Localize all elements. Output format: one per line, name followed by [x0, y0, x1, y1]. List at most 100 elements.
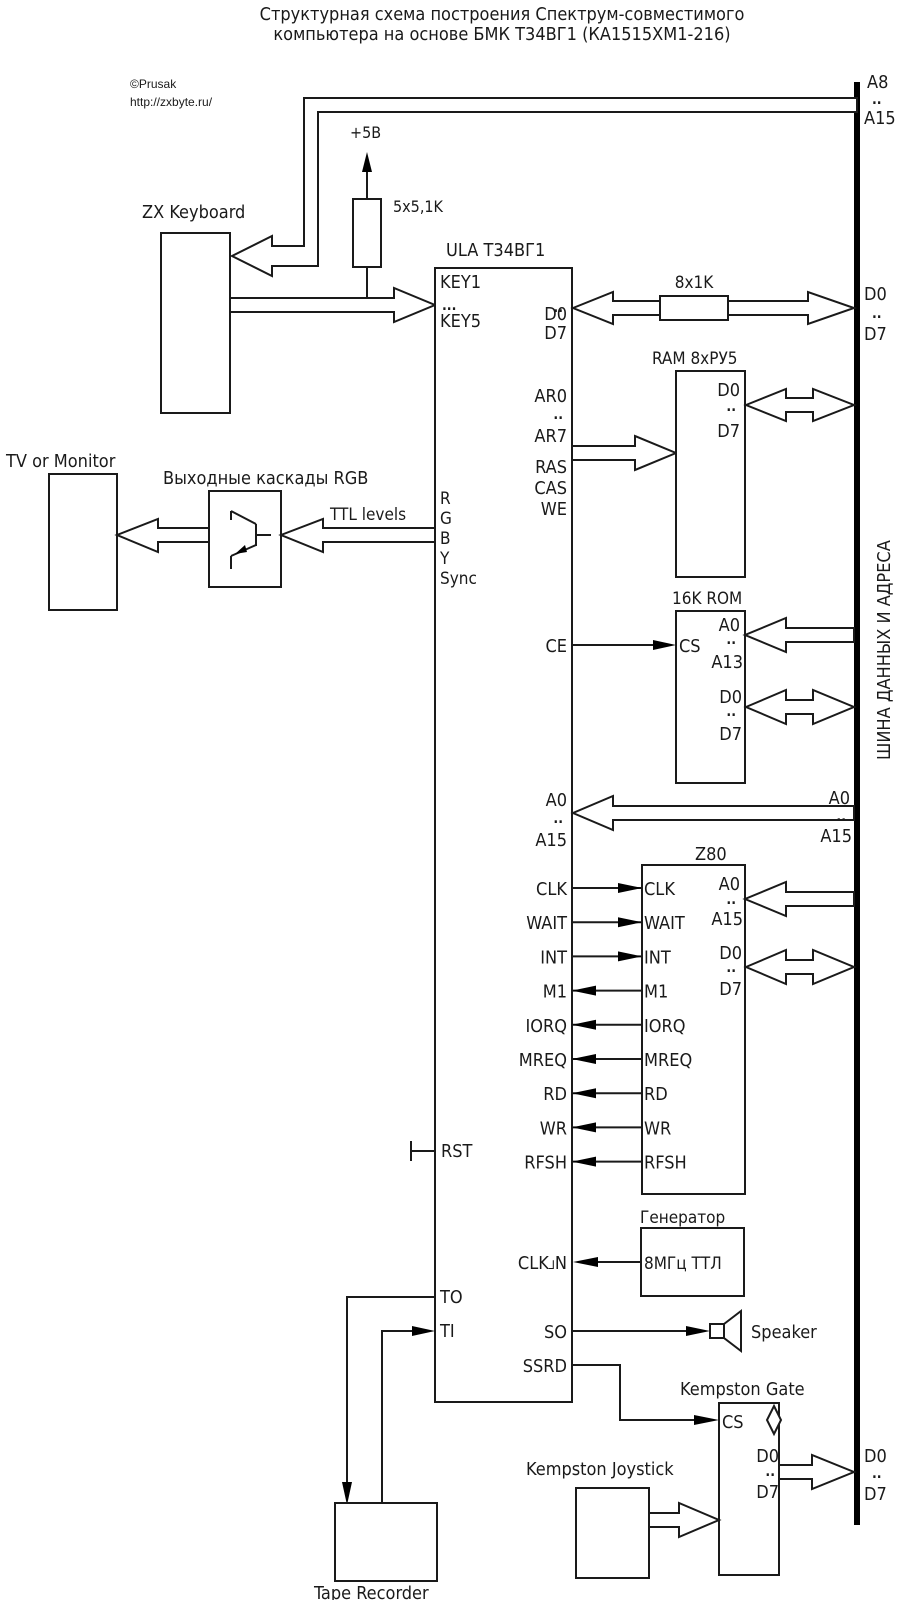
rom-pin-a-dots: .. — [726, 632, 736, 648]
monitor-label: TV or Monitor — [5, 451, 116, 472]
ula-pin-a15: A15 — [535, 830, 567, 851]
ula-pin-ar7: AR7 — [534, 426, 567, 447]
ula-pin-d7: D7 — [544, 323, 567, 344]
z80-pin-d7: D7 — [719, 979, 742, 1000]
signal-arrow-wr-icon — [572, 1122, 596, 1133]
ula-pin-ar-dots: .. — [553, 407, 563, 423]
bus-data-d7-top: D7 — [864, 324, 887, 345]
ram-data-bus-arrow — [743, 387, 857, 423]
tape-in-wire — [381, 1330, 420, 1502]
ula-pin-a0: A0 — [546, 790, 567, 811]
z80-pin-wait: WAIT — [644, 913, 685, 934]
diagram-title-line2: компьютера на основе БМК Т34ВГ1 (КА1515Х… — [273, 24, 730, 45]
joystick-to-gate-arrow — [648, 1501, 722, 1539]
tape-recorder-block — [334, 1502, 438, 1582]
ram-block — [675, 370, 746, 578]
rom-block — [675, 610, 746, 784]
ula-pin-m1: M1 — [543, 982, 567, 1003]
tape-in-arrow-icon — [412, 1326, 435, 1336]
z80-pin-int: INT — [644, 947, 671, 968]
kempston-gate-block — [718, 1402, 780, 1576]
ula-pin-d0: D0 — [544, 304, 567, 325]
bus-data-d0-top: D0 — [864, 284, 887, 305]
kempston-to-bus-arrow — [778, 1453, 857, 1491]
kempston-gate-pin-d7: D7 — [756, 1482, 779, 1503]
supply-label: +5В — [350, 123, 381, 142]
generator-value: 8МГц ТТЛ — [644, 1254, 722, 1274]
ula-pin-rfsh: RFSH — [524, 1153, 567, 1174]
ssrd-wire — [572, 1364, 700, 1421]
ula-pin-b: B — [440, 529, 451, 549]
rgb-stage-label: Выходные каскады RGB — [163, 468, 368, 489]
ula-pin-ssrd: SSRD — [523, 1356, 567, 1377]
signal-arrow-mreq-icon — [572, 1054, 596, 1064]
bus-pin-dots: .. — [872, 92, 882, 108]
ram-label: RAM 8xРУ5 — [652, 349, 738, 369]
ula-to-ram-arrow — [571, 434, 679, 472]
ula-label: ULA Т34ВГ1 — [446, 240, 545, 261]
keyboard-label: ZX Keyboard — [142, 202, 245, 223]
z80-pin-mreq: MREQ — [644, 1050, 692, 1071]
ula-pin-int: INT — [540, 947, 567, 968]
ram-pin-dots: .. — [726, 399, 736, 415]
kempston-gate-pin-cs: CS — [722, 1412, 744, 1433]
ula-pin-a-dots: .. — [553, 811, 563, 827]
rom-pin-a0: A0 — [719, 615, 740, 636]
bus-pin-a8: A8 — [867, 72, 888, 93]
ula-pin-rst: RST — [441, 1141, 473, 1162]
bidirectional-icon — [765, 1403, 783, 1437]
signal-arrow-iorq-icon — [572, 1019, 596, 1030]
z80-pin-d0: D0 — [719, 943, 742, 964]
signal-arrow-rd-icon — [572, 1088, 596, 1099]
ula-pin-ar0: AR0 — [534, 386, 567, 407]
z80-pin-m1: M1 — [644, 982, 668, 1003]
rom-data-bus-arrow — [743, 688, 857, 726]
z80-label: Z80 — [695, 844, 727, 865]
ula-pin-ti: TI — [439, 1321, 455, 1342]
rom-pin-cs: CS — [679, 636, 701, 657]
ula-pin-key-dots: ... — [442, 298, 456, 314]
bus-data-dots-top: .. — [872, 306, 882, 322]
monitor-block — [48, 473, 118, 611]
rom-pin-d7: D7 — [719, 724, 742, 745]
ula-pin-cas: CAS — [534, 478, 567, 499]
ula-data-arrow-left — [570, 290, 661, 326]
signal-arrow-m1-icon — [572, 985, 596, 996]
ula-pin-key5: KEY5 — [440, 311, 481, 332]
z80-block — [641, 864, 746, 1195]
ula-pin-to: TO — [439, 1287, 463, 1308]
generator-label: Генератор — [640, 1208, 725, 1228]
ula-data-arrow-right — [727, 290, 858, 326]
kempston-joystick-label: Kempston Joystick — [526, 1459, 674, 1480]
rom-pin-d-dots: .. — [726, 704, 736, 720]
pullup-value: 5x5,1K — [393, 197, 444, 216]
z80-pin-clk: CLK — [644, 879, 675, 900]
speaker-icon — [709, 1308, 742, 1354]
ula-pin-we: WE — [541, 499, 567, 520]
signal-arrow-clk-icon — [618, 883, 642, 893]
z80-pin-wr: WR — [644, 1118, 671, 1139]
rgb-stage-block — [208, 490, 282, 588]
series-resistor — [659, 295, 729, 321]
ttl-levels-label: TTL levels — [329, 505, 406, 525]
rom-pin-d0: D0 — [719, 687, 742, 708]
z80-pin-a15: A15 — [711, 909, 743, 930]
ula-block — [434, 267, 573, 1403]
kempston-gate-pin-d0: D0 — [756, 1446, 779, 1467]
ula-pin-rd: RD — [543, 1084, 567, 1105]
ula-pin-ce: CE — [545, 636, 567, 657]
ula-pin-mreq: MREQ — [519, 1050, 567, 1071]
kempston-joystick-block — [575, 1487, 650, 1579]
bus-data-d7-bottom: D7 — [864, 1484, 887, 1505]
ssrd-arrow-icon — [694, 1415, 719, 1425]
ula-pin-wait: WAIT — [526, 913, 567, 934]
signal-arrow-int-icon — [618, 951, 642, 962]
clk-in-arrow-icon — [573, 1257, 598, 1267]
author-credit: ©Prusak — [130, 77, 177, 91]
z80-pin-a-dots: .. — [726, 892, 736, 908]
bus-addr-dots: .. — [836, 809, 846, 825]
ula-pin-sync: Sync — [440, 569, 477, 589]
rom-label: 16K ROM — [672, 589, 742, 609]
